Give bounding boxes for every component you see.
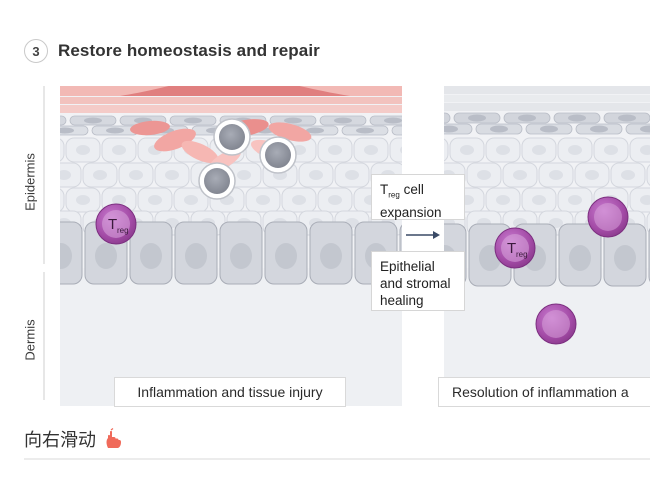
callout-cell: cell [399, 182, 424, 197]
healing-line-3: healing [380, 293, 424, 308]
basal-layer-cells [444, 223, 650, 287]
treg-label-sub: reg [117, 226, 129, 235]
swipe-hint[interactable]: 向右滑动 [24, 426, 124, 452]
stratum-corneum-band [444, 86, 650, 94]
callout-sub: reg [388, 190, 400, 200]
treg-cell: T reg [494, 227, 536, 269]
healing-callout: Epithelial and stromal healing [371, 251, 465, 311]
healing-line-2: and stromal [380, 276, 451, 291]
epidermis-axis-label: Epidermis [22, 153, 38, 211]
pointing-hand-icon [106, 428, 121, 448]
caption-inflammation: Inflammation and tissue injury [114, 377, 346, 407]
scab-lesion [120, 86, 350, 96]
caption-resolution: Resolution of inflammation a [438, 377, 650, 407]
swipe-hint-text: 向右滑动 [24, 430, 96, 451]
immune-cell [213, 118, 251, 156]
treg-cell [587, 196, 629, 238]
granular-layer-cells [444, 112, 650, 135]
step-header: 3 Restore homeostasis and repair [24, 38, 320, 64]
panel-inflammation: T reg [60, 86, 402, 406]
callout-t: T [380, 182, 389, 197]
callout-expansion: expansion [380, 204, 442, 220]
treg-label-t: T [507, 240, 516, 257]
immune-cell [198, 162, 236, 200]
dermis-axis-label: Dermis [22, 319, 38, 361]
transition-arrow [406, 231, 440, 239]
immune-cell [259, 136, 297, 174]
treg-expansion-callout: Treg cell expansion [371, 174, 465, 220]
panel-resolution: T reg [444, 86, 650, 406]
treg-cell: T reg [95, 203, 137, 245]
step-title: Restore homeostasis and repair [58, 41, 320, 60]
healing-line-1: Epithelial [380, 259, 435, 274]
treg-label-t: T [108, 216, 117, 233]
treg-label-sub: reg [516, 250, 528, 259]
step-number-badge: 3 [24, 39, 48, 63]
treg-cell [535, 303, 577, 345]
section-divider [24, 458, 650, 460]
